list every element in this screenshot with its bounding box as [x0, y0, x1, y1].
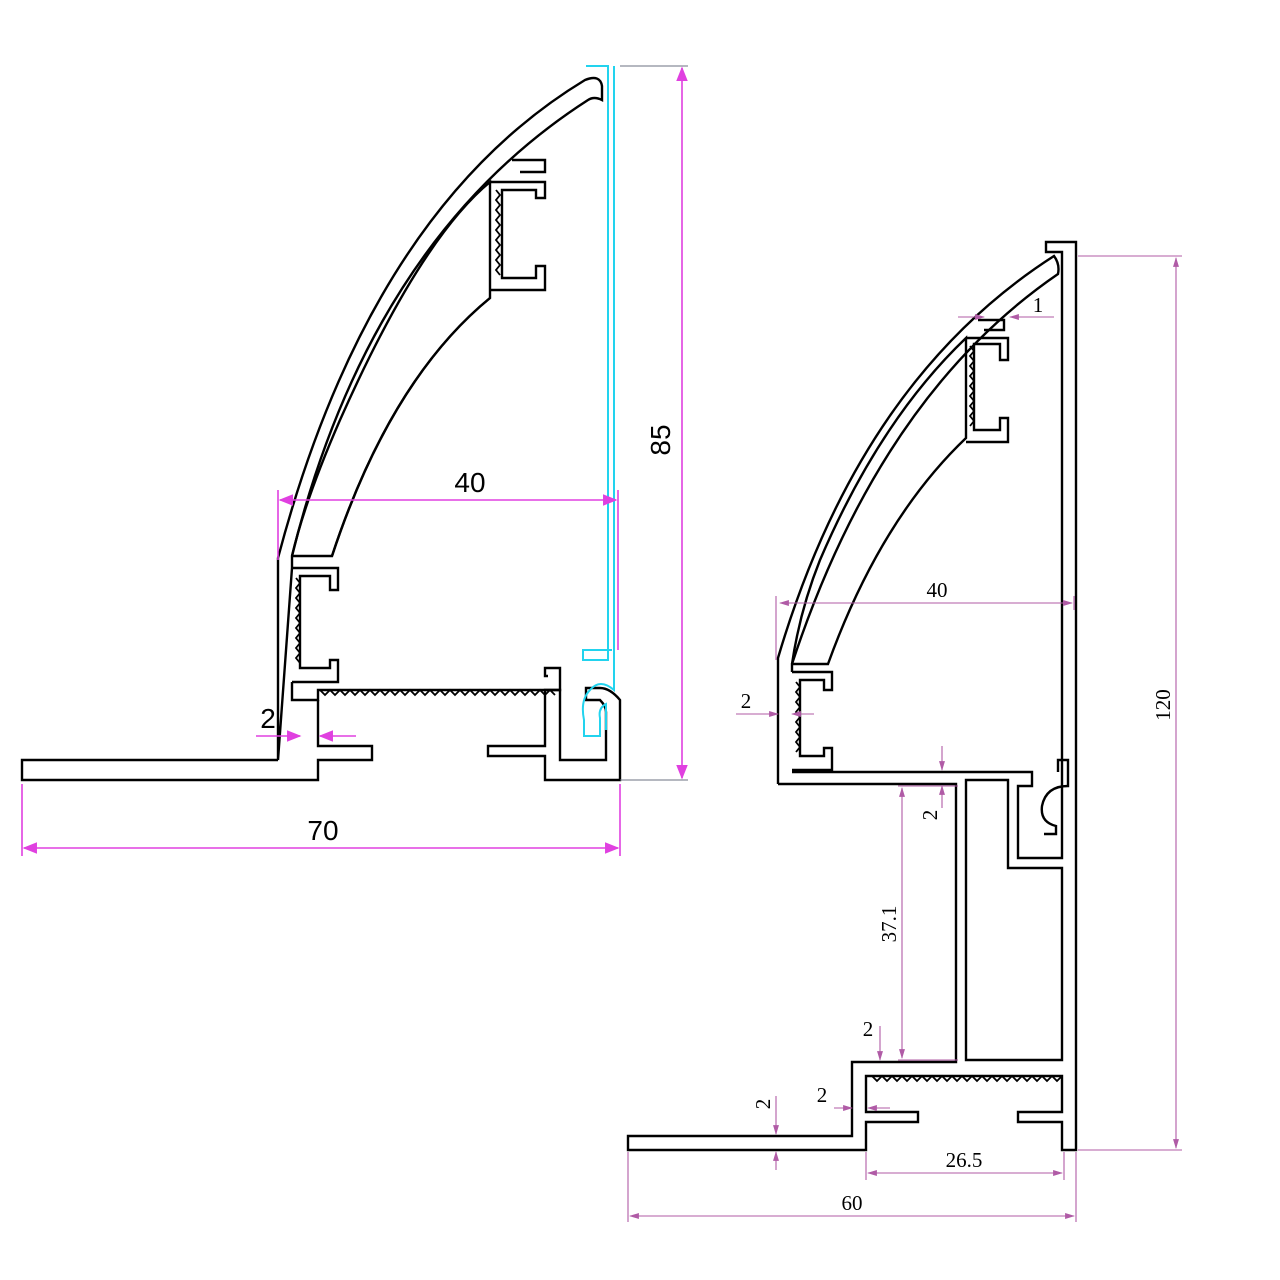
profile-a-inner-width-label: 40: [454, 467, 485, 498]
profile-b-body: [626, 240, 1078, 1152]
profile-b-inner-arc: [790, 335, 968, 666]
profile-b-wall-mid-label: 2: [918, 810, 942, 821]
profile-b-total-width-label: 60: [842, 1191, 863, 1215]
profile-a-lens: [581, 65, 615, 737]
profile-b-left-channel: [792, 670, 834, 772]
profile-b-top-lip: [978, 318, 1006, 332]
profile-a-total-width-label: 70: [307, 815, 338, 846]
profile-a-flange: [20, 700, 374, 782]
profile-b-outer-arc: [776, 254, 1060, 784]
profile-a-upper-serration: [494, 189, 502, 276]
profile-b-upper-serration: [968, 345, 976, 427]
profile-b-channel-label: 26.5: [946, 1148, 983, 1172]
profile-a-arc-wall: [330, 297, 491, 557]
profile-a: 85 40 2 70: [20, 65, 688, 856]
profile-a-wall-label: 2: [260, 703, 276, 734]
profile-b-step-inner-label: 2: [817, 1083, 828, 1107]
profile-b-step-label: 2: [863, 1017, 874, 1041]
profile-b-post-label: 37.1: [877, 906, 901, 943]
profile-b-wall-left-label: 2: [741, 689, 752, 713]
profile-b-lip-label: 1: [1033, 293, 1044, 317]
profile-b: 120 40 1 2 2 37.1 2 2 2 26.5 60: [626, 240, 1182, 1222]
profile-b-height-label: 120: [1151, 689, 1175, 721]
profile-b-inner-post: [964, 778, 1064, 1062]
profile-b-clip: [1040, 758, 1070, 836]
profile-b-inner-width-label: 40: [927, 578, 948, 602]
profile-a-left-serration: [294, 577, 302, 664]
profile-a-upper-clip: [490, 180, 547, 292]
profile-a-outer-arc: [276, 76, 604, 761]
profile-b-left-serration: [794, 681, 802, 753]
profile-b-upper-clip: [966, 336, 1010, 444]
profile-b-floor-serration: [871, 1074, 1063, 1083]
profile-b-base-label: 2: [751, 1099, 775, 1110]
profile-a-top-hook: [512, 158, 547, 174]
profile-a-height-label: 85: [645, 424, 676, 455]
profile-a-floor-serration: [319, 688, 556, 697]
